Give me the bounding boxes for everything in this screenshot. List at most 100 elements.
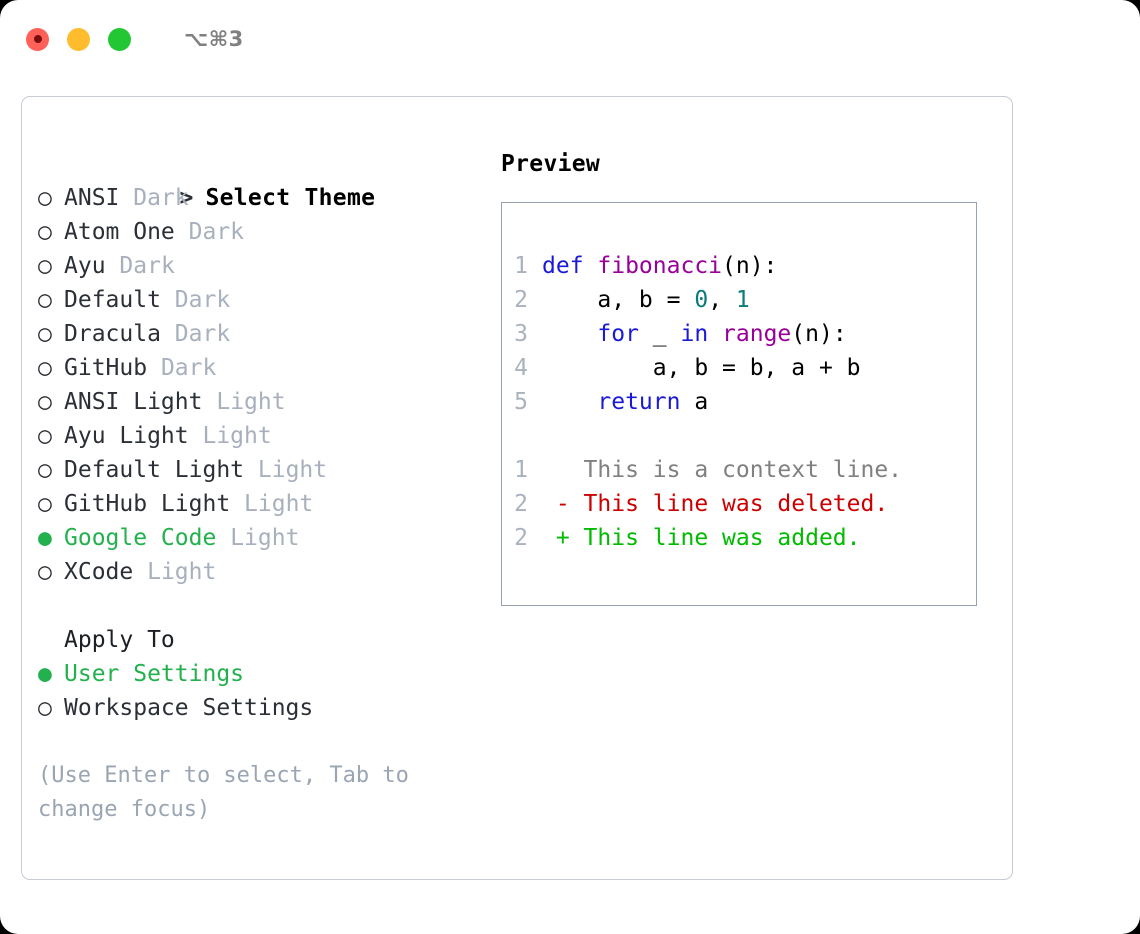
theme-variant-badge: Dark	[133, 185, 189, 211]
code-token	[708, 321, 722, 347]
radio-unselected-icon[interactable]: ○	[38, 695, 52, 721]
theme-option-list: ○ANSI Dark○Atom One Dark○Ayu Dark○Defaul…	[38, 181, 478, 589]
code-token: fibonacci	[597, 253, 723, 279]
zoom-button[interactable]	[108, 27, 131, 51]
apply-to-option-label: User Settings	[64, 661, 245, 687]
prompt-caret-icon: >	[179, 185, 194, 211]
theme-list-heading-label: Select Theme	[205, 185, 376, 211]
code-token: for	[597, 321, 639, 347]
theme-option-github[interactable]: ○GitHub Dark	[38, 351, 478, 385]
theme-option-label: ANSI Light	[64, 389, 203, 415]
code-token: (n):	[791, 321, 847, 347]
radio-unselected-icon[interactable]: ○	[38, 287, 52, 313]
line-content: - This line was deleted.	[542, 487, 976, 521]
line-number: 2	[514, 491, 528, 517]
label-gap	[202, 389, 216, 415]
apply-to-option-label: Workspace Settings	[64, 695, 314, 721]
radio-unselected-icon[interactable]: ○	[38, 253, 52, 279]
diff-line: 2 - This line was deleted.	[502, 487, 976, 521]
theme-option-ansi[interactable]: ○ ANSI Dark	[38, 181, 478, 215]
list-spacer	[38, 589, 478, 623]
theme-option-ayu[interactable]: ○Ayu Dark	[38, 249, 478, 283]
theme-list-column: >Select Theme ○ANSI Dark○Atom One Dark○A…	[38, 147, 478, 827]
theme-variant-badge: Light	[216, 389, 286, 415]
line-number: 1	[514, 253, 528, 279]
apply-to-option-user-settings[interactable]: ● User Settings	[38, 657, 478, 691]
theme-option-atom-one[interactable]: ○Atom One Dark	[38, 215, 478, 249]
code-token: ,	[708, 287, 736, 313]
theme-option-dracula[interactable]: ○Dracula Dark	[38, 317, 478, 351]
theme-variant-badge: Dark	[160, 355, 217, 381]
code-token: a, b = b, a + b	[542, 355, 861, 381]
apply-to-option-workspace-settings[interactable]: ○ Workspace Settings	[38, 691, 478, 725]
code-diff-separator	[502, 419, 976, 453]
line-content: This is a context line.	[542, 453, 976, 487]
theme-option-default-light[interactable]: ○Default Light Light	[38, 453, 478, 487]
line-content: for _ in range(n):	[542, 317, 976, 351]
radio-unselected-icon[interactable]: ○	[38, 491, 52, 517]
line-content: return a	[542, 385, 976, 419]
code-token: (n):	[722, 253, 778, 279]
theme-variant-badge: Dark	[174, 287, 231, 313]
label-gap	[244, 457, 258, 483]
radio-unselected-icon[interactable]: ○	[38, 185, 52, 211]
line-number: 2	[514, 525, 528, 551]
theme-list-heading: > Select Theme	[38, 147, 478, 211]
code-token: range	[722, 321, 792, 347]
radio-unselected-icon[interactable]: ○	[38, 219, 52, 245]
radio-unselected-icon[interactable]: ○	[38, 457, 52, 483]
theme-option-ansi-light[interactable]: ○ ANSI Light Light	[38, 385, 478, 419]
radio-selected-icon[interactable]: ●	[38, 661, 52, 687]
radio-unselected-icon[interactable]: ○	[38, 559, 52, 585]
window-controls	[26, 27, 131, 51]
preview-heading: Preview	[501, 151, 601, 177]
diff-sample: 1 This is a context line.2 - This line w…	[502, 453, 976, 555]
theme-variant-badge: Dark	[119, 253, 175, 279]
code-token: This is a context line.	[542, 457, 903, 483]
code-token	[542, 389, 597, 415]
close-button[interactable]	[26, 27, 49, 51]
radio-selected-icon[interactable]: ●	[38, 525, 52, 551]
theme-option-label: Ayu Light	[64, 423, 189, 449]
code-token: + This line was added.	[542, 525, 861, 551]
code-token: 0	[694, 287, 709, 313]
theme-option-default[interactable]: ○Default Dark	[38, 283, 478, 317]
label-gap	[230, 491, 244, 517]
code-token: return	[597, 389, 681, 415]
line-number: 5	[514, 389, 528, 415]
code-token: in	[680, 321, 709, 347]
theme-variant-badge: Light	[230, 525, 300, 551]
theme-option-google-code[interactable]: ● Google Code Light	[38, 521, 478, 555]
theme-option-label: Google Code	[64, 525, 217, 551]
radio-unselected-icon[interactable]: ○	[38, 423, 52, 449]
theme-option-label: ANSI	[64, 185, 120, 211]
code-token: a, b =	[542, 287, 695, 313]
radio-unselected-icon[interactable]: ○	[38, 321, 52, 347]
label-gap	[119, 185, 133, 211]
theme-variant-badge: Light	[257, 457, 328, 483]
theme-option-label: XCode	[64, 559, 134, 585]
theme-selector-panel: >Select Theme ○ANSI Dark○Atom One Dark○A…	[21, 96, 1013, 880]
theme-option-label: Atom One	[64, 219, 175, 245]
line-number: 2	[514, 287, 528, 313]
theme-variant-badge: Dark	[174, 321, 231, 347]
code-line: 2 a, b = 0, 1	[502, 283, 976, 317]
theme-option-xcode[interactable]: ○XCode Light	[38, 555, 478, 589]
title-bar: ⌥⌘3	[0, 0, 1140, 78]
radio-unselected-icon[interactable]: ○	[38, 389, 52, 415]
code-line: 5 return a	[502, 385, 976, 419]
theme-option-ayu-light[interactable]: ○Ayu Light Light	[38, 419, 478, 453]
minimize-button[interactable]	[67, 27, 90, 51]
label-gap	[133, 559, 147, 585]
label-gap	[161, 287, 175, 313]
code-token	[542, 321, 597, 347]
radio-unselected-icon[interactable]: ○	[38, 355, 52, 381]
theme-option-label: GitHub Light	[64, 491, 231, 517]
keyboard-hint-text: (Use Enter to select, Tab to change focu…	[38, 763, 409, 822]
line-content: + This line was added.	[542, 521, 976, 555]
code-token: 1	[735, 287, 750, 313]
theme-option-github-light[interactable]: ○GitHub Light Light	[38, 487, 478, 521]
